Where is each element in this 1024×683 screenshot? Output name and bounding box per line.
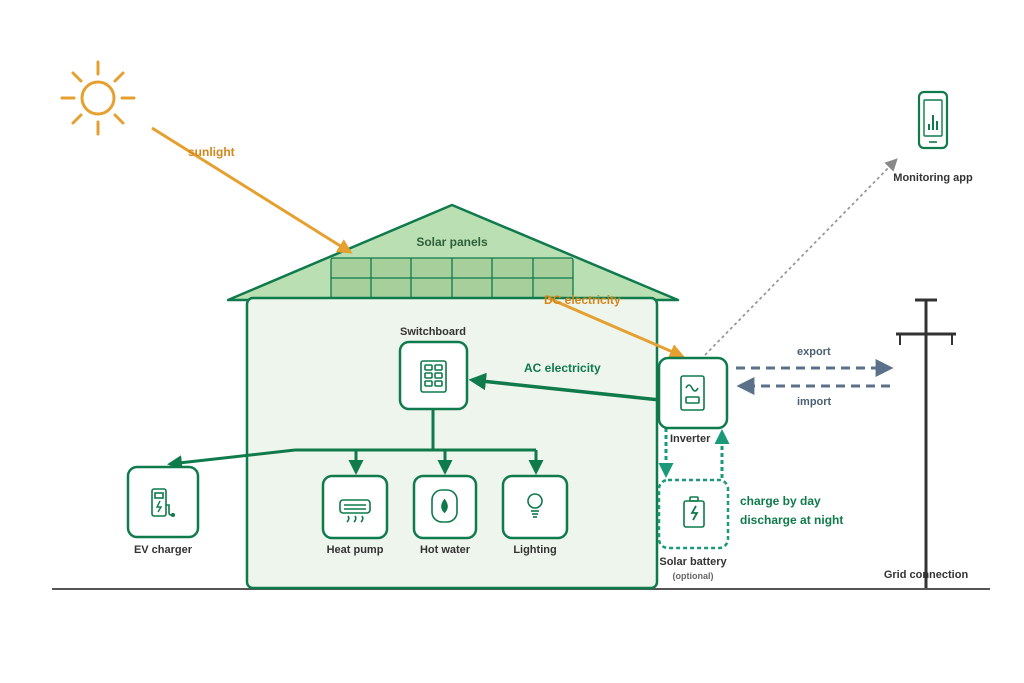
export-label: export bbox=[797, 346, 831, 358]
light-bulb-icon bbox=[527, 493, 543, 518]
discharge-at-night-label: discharge at night bbox=[740, 513, 843, 527]
ev-charger-icon bbox=[151, 488, 176, 517]
solar-battery-label: Solar battery bbox=[659, 556, 727, 568]
switchboard-box bbox=[398, 340, 469, 411]
hot-water-icon bbox=[431, 489, 458, 523]
lighting-label: Lighting bbox=[513, 544, 556, 556]
heat-pump-box bbox=[321, 474, 389, 540]
monitoring-app-label: Monitoring app bbox=[893, 172, 973, 184]
dc-electricity-arrow bbox=[547, 296, 685, 359]
utility-pole-icon bbox=[896, 298, 956, 588]
sunlight-arrow bbox=[151, 126, 353, 254]
charge-by-day-label: charge by day bbox=[740, 494, 821, 508]
phone-chart-icon bbox=[917, 90, 949, 150]
lighting-box bbox=[501, 474, 569, 540]
ac-electricity-arrow bbox=[468, 372, 661, 402]
optional-label: (optional) bbox=[673, 571, 714, 581]
solar-panel-array bbox=[330, 257, 574, 299]
heat-pump-label: Heat pump bbox=[327, 544, 384, 556]
monitoring-link-arrow bbox=[704, 158, 898, 356]
ac-electricity-label: AC electricity bbox=[524, 361, 601, 375]
inverter-label: Inverter bbox=[670, 433, 711, 445]
heat-pump-icon bbox=[339, 499, 371, 523]
switchboard-icon bbox=[420, 360, 447, 393]
import-label: import bbox=[797, 396, 832, 408]
sun-icon bbox=[60, 60, 136, 136]
solar-panels-label: Solar panels bbox=[416, 235, 488, 249]
grid-connection-label: Grid connection bbox=[884, 569, 969, 581]
sunlight-label: sunlight bbox=[188, 145, 235, 159]
hot-water-box bbox=[412, 474, 478, 540]
ev-charger-box bbox=[126, 465, 200, 539]
ev-charger-label: EV charger bbox=[134, 544, 193, 556]
switchboard-label: Switchboard bbox=[400, 326, 466, 338]
distribution-lines bbox=[167, 410, 544, 475]
dc-electricity-label: DC electricity bbox=[544, 293, 621, 307]
inverter-icon bbox=[680, 375, 705, 411]
battery-icon bbox=[683, 496, 705, 528]
inverter-box bbox=[657, 356, 729, 430]
hot-water-label: Hot water bbox=[420, 544, 471, 556]
solar-battery-box bbox=[657, 478, 730, 550]
